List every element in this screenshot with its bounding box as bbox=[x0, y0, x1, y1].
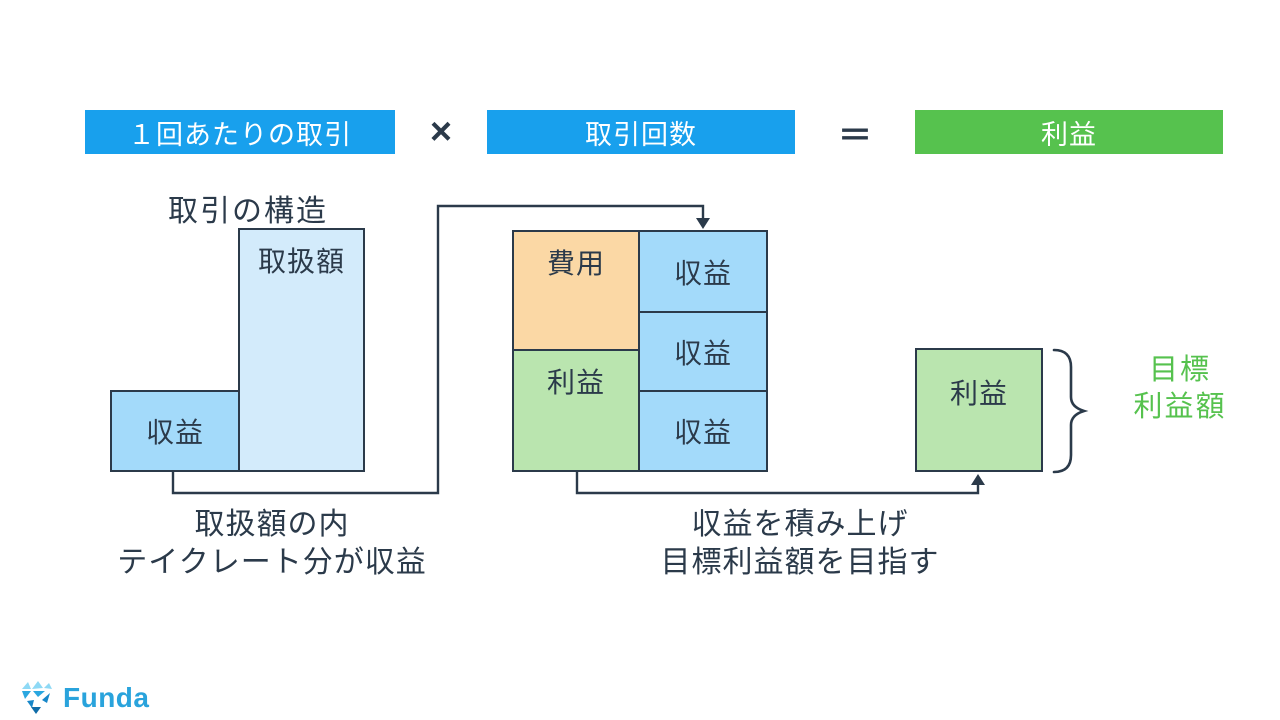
middle-profit-box-label: 利益 bbox=[546, 367, 605, 398]
middle-revenue-box-1-label: 収益 bbox=[673, 257, 732, 289]
middle-caption-line1: 収益を積み上げ bbox=[691, 508, 909, 541]
funda-logo-text: Funda bbox=[63, 682, 150, 713]
funda-logo: Funda bbox=[20, 680, 150, 716]
middle-caption: 収益を積み上げ 目標利益額を目指す bbox=[600, 506, 1000, 582]
header-trade-count-label: 取引回数 bbox=[585, 119, 697, 150]
left-structure-title: 取引の構造 bbox=[168, 195, 328, 228]
header-trade-count-box: 取引回数 bbox=[487, 110, 795, 154]
header-profit-label: 利益 bbox=[1041, 119, 1097, 150]
header-profit-box: 利益 bbox=[915, 110, 1223, 154]
multiply-symbol: × bbox=[429, 110, 453, 153]
middle-caption-line2: 目標利益額を目指す bbox=[660, 546, 940, 579]
curly-brace-icon bbox=[1052, 348, 1089, 474]
flow-arrow-middle-to-right bbox=[575, 472, 980, 495]
equals-symbol: ＝ bbox=[838, 116, 872, 155]
funda-gem-icon bbox=[22, 681, 52, 714]
target-profit-annotation: 目標 利益額 bbox=[1110, 352, 1250, 426]
middle-revenue-box-2-label: 収益 bbox=[673, 337, 732, 369]
middle-revenue-box-3-label: 収益 bbox=[673, 417, 732, 448]
header-per-trade-label: １回あたりの取引 bbox=[128, 119, 352, 150]
volume-box: 取扱額 bbox=[238, 228, 365, 472]
left-caption-line2: テイクレート分が収益 bbox=[117, 546, 427, 579]
middle-revenue-box-2: 収益 bbox=[638, 311, 768, 392]
arrowhead-up-icon bbox=[971, 474, 985, 485]
right-profit-box: 利益 bbox=[915, 348, 1043, 472]
middle-profit-box: 利益 bbox=[512, 349, 640, 472]
volume-box-label: 取扱額 bbox=[257, 246, 345, 277]
left-revenue-box-label: 収益 bbox=[145, 417, 204, 448]
arrowhead-down-icon bbox=[696, 218, 710, 229]
left-revenue-box: 収益 bbox=[110, 390, 240, 472]
right-profit-box-label: 利益 bbox=[949, 378, 1008, 409]
middle-revenue-box-3: 収益 bbox=[638, 390, 768, 472]
target-profit-annotation-line1: 目標 bbox=[1148, 354, 1211, 386]
header-per-trade-box: １回あたりの取引 bbox=[85, 110, 395, 154]
left-caption-line1: 取扱額の内 bbox=[194, 508, 350, 541]
middle-revenue-box-1: 収益 bbox=[638, 230, 768, 313]
target-profit-annotation-line2: 利益額 bbox=[1133, 391, 1227, 423]
cost-box-label: 費用 bbox=[546, 248, 605, 279]
cost-box: 費用 bbox=[512, 230, 640, 351]
left-caption: 取扱額の内 テイクレート分が収益 bbox=[72, 506, 472, 582]
